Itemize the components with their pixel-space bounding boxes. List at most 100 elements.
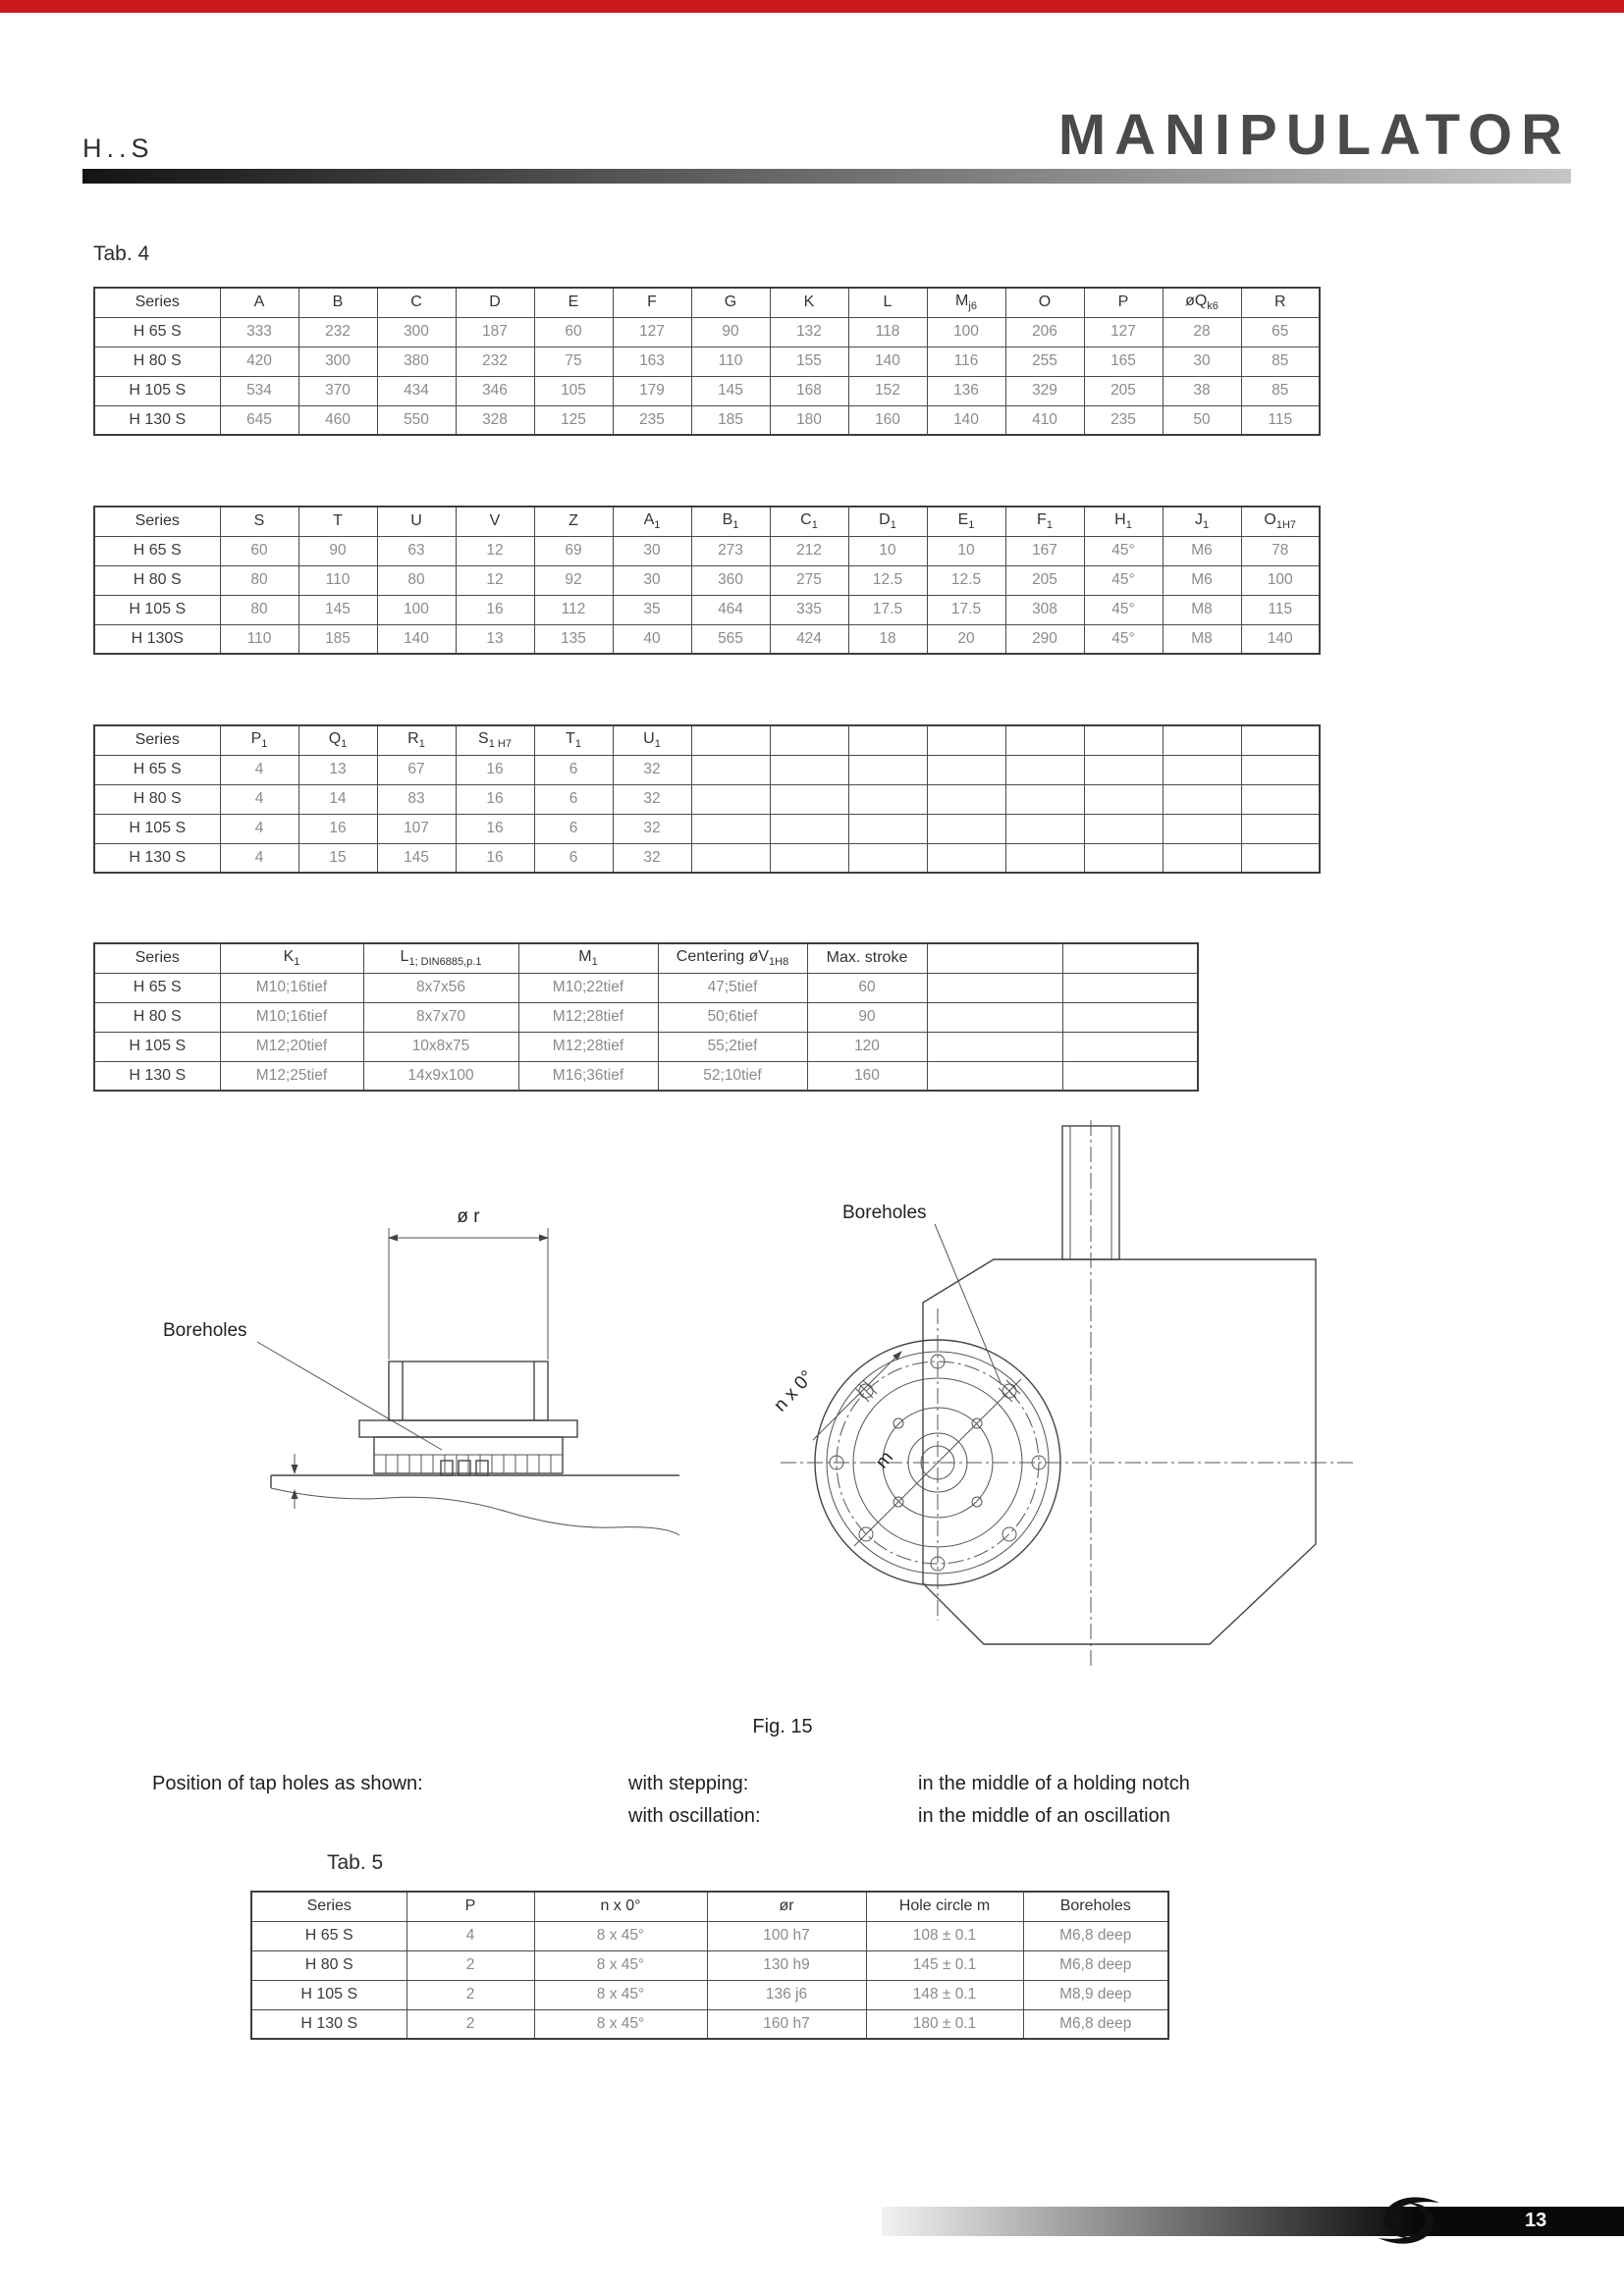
value-cell — [1004, 754, 1085, 785]
value-cell: 110 — [690, 346, 771, 377]
value-cell: 100 h7 — [706, 1920, 867, 1951]
value-cell: 12 — [455, 564, 535, 596]
value-cell: 2 — [406, 1949, 535, 1981]
column-header: H1 — [1083, 506, 1164, 537]
column-header: C1 — [769, 506, 849, 537]
value-cell: 13 — [455, 623, 535, 655]
column-header: Q1 — [298, 724, 378, 756]
value-cell — [1162, 754, 1242, 785]
column-header: L1; DIN6885,p.1 — [362, 942, 519, 974]
column-header: B1 — [690, 506, 771, 537]
series-cell: H 130 S — [93, 842, 221, 874]
series-code: H..S — [82, 133, 154, 163]
value-cell: 80 — [376, 564, 457, 596]
value-cell: 30 — [1162, 346, 1242, 377]
column-header: R — [1240, 287, 1321, 318]
value-cell: 424 — [769, 623, 849, 655]
value-cell: 6 — [533, 813, 614, 844]
column-header: F1 — [1004, 506, 1085, 537]
value-cell: 140 — [1240, 623, 1321, 655]
series-cell: H 80 S — [93, 346, 221, 377]
value-cell: 328 — [455, 404, 535, 436]
value-cell — [769, 754, 849, 785]
value-cell: 145 — [690, 375, 771, 406]
value-cell — [1083, 842, 1164, 874]
value-cell: 145 — [376, 842, 457, 874]
value-cell — [1240, 783, 1321, 815]
column-header: Mj6 — [926, 287, 1006, 318]
value-cell: 346 — [455, 375, 535, 406]
value-cell: 180 — [769, 404, 849, 436]
column-header: O — [1004, 287, 1085, 318]
value-cell — [1240, 754, 1321, 785]
value-cell: 235 — [612, 404, 692, 436]
value-cell: 115 — [1240, 404, 1321, 436]
value-cell — [1162, 813, 1242, 844]
value-cell: 15 — [298, 842, 378, 874]
value-cell: 107 — [376, 813, 457, 844]
boreholes-label-right: Boreholes — [842, 1202, 927, 1223]
value-cell: 17.5 — [926, 594, 1006, 625]
value-cell — [1083, 754, 1164, 785]
footer-gradient-bar — [882, 2207, 1624, 2236]
value-cell: M16;36tief — [517, 1060, 659, 1092]
value-cell: 130 h9 — [706, 1949, 867, 1981]
value-cell: 50;6tief — [657, 1001, 808, 1033]
note-oscillation-key: with oscillation: — [628, 1805, 761, 1827]
value-cell: M12;28tief — [517, 1031, 659, 1062]
value-cell: M6 — [1162, 564, 1242, 596]
value-cell: 135 — [533, 623, 614, 655]
value-cell: 80 — [219, 594, 299, 625]
value-cell: 185 — [690, 404, 771, 436]
value-cell — [926, 813, 1006, 844]
column-header: P — [1083, 287, 1164, 318]
value-cell: 165 — [1083, 346, 1164, 377]
series-cell: H 65 S — [93, 316, 221, 347]
value-cell: 45° — [1083, 594, 1164, 625]
column-header: A1 — [612, 506, 692, 537]
column-header: T — [298, 506, 378, 537]
value-cell: 16 — [455, 754, 535, 785]
angle-n-x-0-label: n x 0° — [770, 1366, 818, 1415]
value-cell: 78 — [1240, 535, 1321, 566]
value-cell: M8 — [1162, 594, 1242, 625]
value-cell: M12;20tief — [219, 1031, 364, 1062]
value-cell: 32 — [612, 813, 692, 844]
column-header — [1240, 724, 1321, 756]
value-cell — [926, 1031, 1063, 1062]
value-cell: 4 — [406, 1920, 535, 1951]
series-cell: H 105 S — [93, 375, 221, 406]
value-cell: 180 ± 0.1 — [865, 2008, 1024, 2040]
value-cell: 120 — [806, 1031, 928, 1062]
column-header: Series — [250, 1891, 407, 1922]
value-cell: M6,8 deep — [1022, 1949, 1169, 1981]
column-header: D — [455, 287, 535, 318]
column-header — [1083, 724, 1164, 756]
value-cell: 16 — [455, 783, 535, 815]
value-cell: 14 — [298, 783, 378, 815]
value-cell: 160 — [806, 1060, 928, 1092]
value-cell: 125 — [533, 404, 614, 436]
value-cell: 16 — [455, 813, 535, 844]
value-cell: 45° — [1083, 623, 1164, 655]
page-number: 13 — [1525, 2210, 1547, 2231]
value-cell: 136 j6 — [706, 1979, 867, 2010]
value-cell — [1162, 783, 1242, 815]
value-cell: 47;5tief — [657, 972, 808, 1003]
value-cell: 16 — [455, 594, 535, 625]
value-cell: 4 — [219, 813, 299, 844]
value-cell — [769, 783, 849, 815]
value-cell: 83 — [376, 783, 457, 815]
value-cell: M10;22tief — [517, 972, 659, 1003]
column-header: R1 — [376, 724, 457, 756]
column-header: K — [769, 287, 849, 318]
brand-swirl-logo-icon — [1379, 2197, 1439, 2244]
value-cell: 206 — [1004, 316, 1085, 347]
column-header: D1 — [847, 506, 928, 537]
series-cell: H 130 S — [93, 404, 221, 436]
value-cell — [926, 1001, 1063, 1033]
